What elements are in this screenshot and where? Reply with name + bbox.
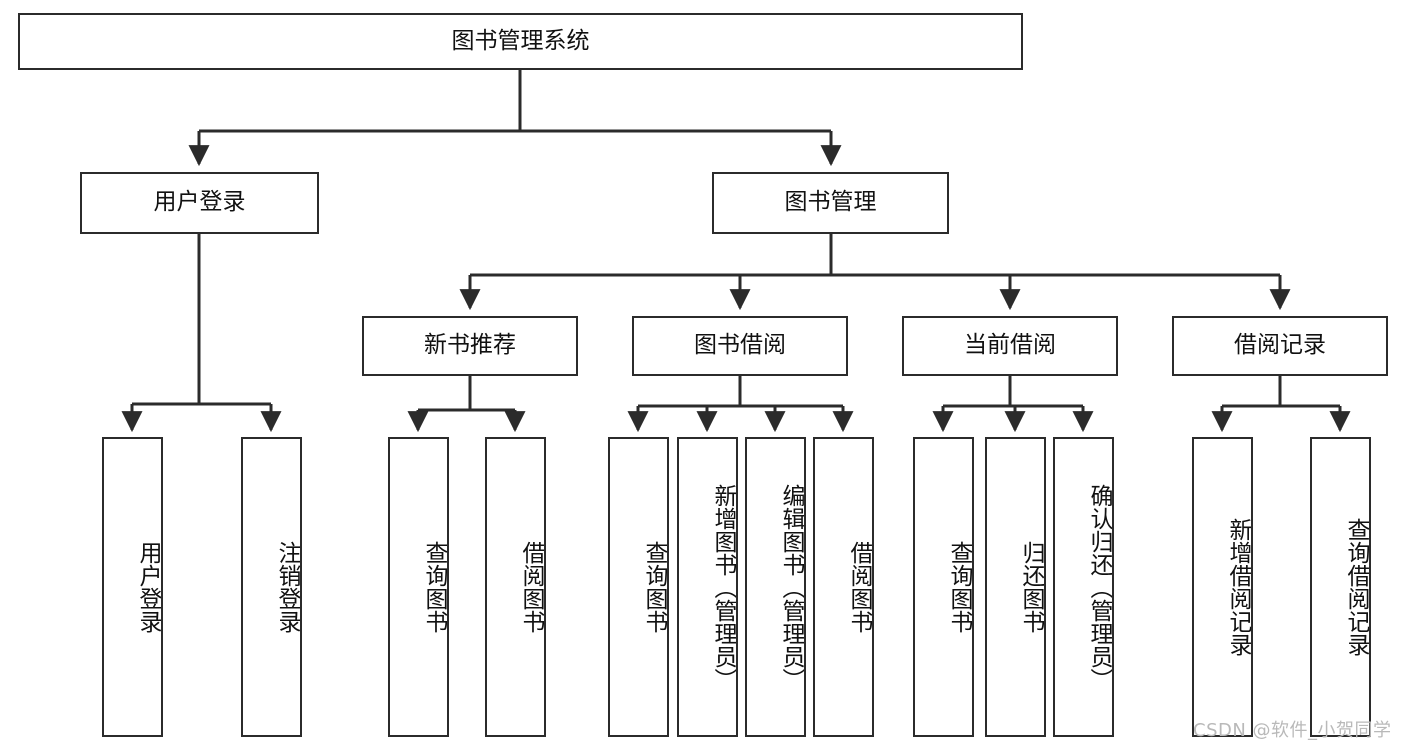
watermark-csdn: CSDN @软件_小贺同学 xyxy=(1193,716,1392,742)
node-label: 借阅图书 xyxy=(846,541,872,633)
node-user-login[interactable]: 用户登录 xyxy=(80,172,319,234)
leaf-add-book[interactable]: 新增图书（管理员） xyxy=(677,437,738,737)
leaf-query-book-borrow[interactable]: 查询图书 xyxy=(608,437,669,737)
leaf-borrow-book-recommend[interactable]: 借阅图书 xyxy=(485,437,546,737)
leaf-query-book-recommend[interactable]: 查询图书 xyxy=(388,437,449,737)
leaf-borrow-book[interactable]: 借阅图书 xyxy=(813,437,874,737)
node-label: 查询图书 xyxy=(946,541,972,633)
node-book-management[interactable]: 图书管理 xyxy=(712,172,949,234)
node-label: 用户登录 xyxy=(153,189,246,216)
node-label: 用户登录 xyxy=(135,541,161,633)
leaf-logout[interactable]: 注销登录 xyxy=(241,437,302,737)
leaf-user-login[interactable]: 用户登录 xyxy=(102,437,163,737)
leaf-return-book[interactable]: 归还图书 xyxy=(985,437,1046,737)
node-label: 图书借阅 xyxy=(694,332,786,359)
leaf-query-book-current[interactable]: 查询图书 xyxy=(913,437,974,737)
node-label: 查询图书 xyxy=(421,541,447,633)
node-book-borrow[interactable]: 图书借阅 xyxy=(632,316,848,376)
node-label: 图书管理 xyxy=(784,189,877,216)
node-label: 编辑图书（管理员） xyxy=(778,483,804,691)
node-label: 借阅记录 xyxy=(1234,332,1326,359)
node-label: 查询图书 xyxy=(641,541,667,633)
node-label: 注销登录 xyxy=(274,541,300,633)
node-label: 新增图书（管理员） xyxy=(710,483,736,691)
leaf-query-borrow-record[interactable]: 查询借阅记录 xyxy=(1310,437,1371,737)
node-new-book-recommend[interactable]: 新书推荐 xyxy=(362,316,578,376)
node-label: 新增借阅记录 xyxy=(1225,518,1251,656)
leaf-edit-book[interactable]: 编辑图书（管理员） xyxy=(745,437,806,737)
leaf-add-borrow-record[interactable]: 新增借阅记录 xyxy=(1192,437,1253,737)
node-label: 图书管理系统 xyxy=(451,27,590,54)
node-label: 归还图书 xyxy=(1018,541,1044,633)
node-borrow-record[interactable]: 借阅记录 xyxy=(1172,316,1388,376)
node-label: 新书推荐 xyxy=(424,332,516,359)
node-label: 确认归还（管理员） xyxy=(1086,483,1112,691)
watermark-text: CSDN @软件_小贺同学 xyxy=(1193,720,1392,741)
node-root-book-management-system[interactable]: 图书管理系统 xyxy=(18,13,1023,70)
node-label: 借阅图书 xyxy=(518,541,544,633)
node-current-borrow[interactable]: 当前借阅 xyxy=(902,316,1118,376)
leaf-confirm-return[interactable]: 确认归还（管理员） xyxy=(1053,437,1114,737)
node-label: 当前借阅 xyxy=(964,332,1056,359)
node-label: 查询借阅记录 xyxy=(1343,518,1369,656)
